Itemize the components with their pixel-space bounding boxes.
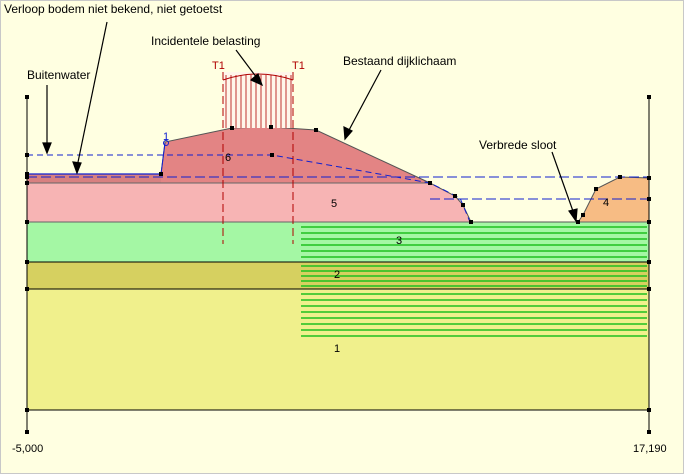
geometry-point <box>647 260 651 264</box>
soil-layer-3 <box>27 222 649 262</box>
layer-label-3: 3 <box>396 235 402 247</box>
geometry-point <box>230 126 234 130</box>
geometry-point <box>25 181 29 185</box>
geometry-point <box>25 260 29 264</box>
geometry-point <box>314 128 318 132</box>
soil-layer-5 <box>27 183 471 222</box>
load-lines <box>225 75 292 128</box>
geometry-point <box>647 430 651 434</box>
geometry-point <box>647 408 651 412</box>
geometry-point <box>25 175 29 179</box>
axis-label-right: 17,190 <box>633 443 667 455</box>
geometry-point <box>647 176 651 180</box>
geometry-point <box>25 408 29 412</box>
annotation-bestaand: Bestaand dijklichaam <box>343 54 456 68</box>
annotation-verloop: Verloop bodem niet bekend, niet getoetst <box>4 2 223 16</box>
phreatic-point-label: 1 <box>163 131 169 143</box>
phreatic-point-circle <box>163 140 169 146</box>
geometry-point <box>581 213 585 217</box>
layer-label-2: 2 <box>334 269 340 281</box>
geometry-point <box>25 220 29 224</box>
geometry-point <box>647 197 651 201</box>
geometry-point <box>647 220 651 224</box>
load-marker-label-left: T1 <box>212 60 225 72</box>
geometry-point <box>453 194 457 198</box>
soil-top-strip <box>27 174 161 183</box>
geometry-point <box>270 153 274 157</box>
soil-layer-1 <box>27 289 649 410</box>
annotation-incidentele: Incidentele belasting <box>151 34 260 48</box>
geometry-point <box>647 95 651 99</box>
layer-label-6: 6 <box>225 152 231 164</box>
geometry-point <box>461 203 465 207</box>
load-marker-label-right: T1 <box>292 60 305 72</box>
piezometer-line <box>160 142 166 175</box>
hatched-area <box>301 226 647 337</box>
annotation-arrows <box>42 21 578 223</box>
geometry-point <box>618 175 622 179</box>
geometry-point <box>25 172 29 176</box>
annotation-buitenwater: Buitenwater <box>27 68 90 82</box>
geometry-point <box>159 172 163 176</box>
geometry-point <box>25 95 29 99</box>
geometry-point <box>269 125 273 129</box>
geometry-point <box>25 287 29 291</box>
axis-label-left: -5,000 <box>12 443 43 455</box>
annotation-verbrede: Verbrede sloot <box>479 138 557 152</box>
geometry-point <box>25 153 29 157</box>
geometry-point <box>647 287 651 291</box>
geometry-point <box>25 430 29 434</box>
geometry-point <box>428 181 432 185</box>
geometry-points <box>25 95 651 434</box>
geometry-point <box>469 220 473 224</box>
geometry-point <box>594 187 598 191</box>
layer-label-4: 4 <box>603 197 609 209</box>
layer-label-5: 5 <box>331 198 337 210</box>
geometry-point <box>576 220 580 224</box>
layer-label-1: 1 <box>334 343 340 355</box>
